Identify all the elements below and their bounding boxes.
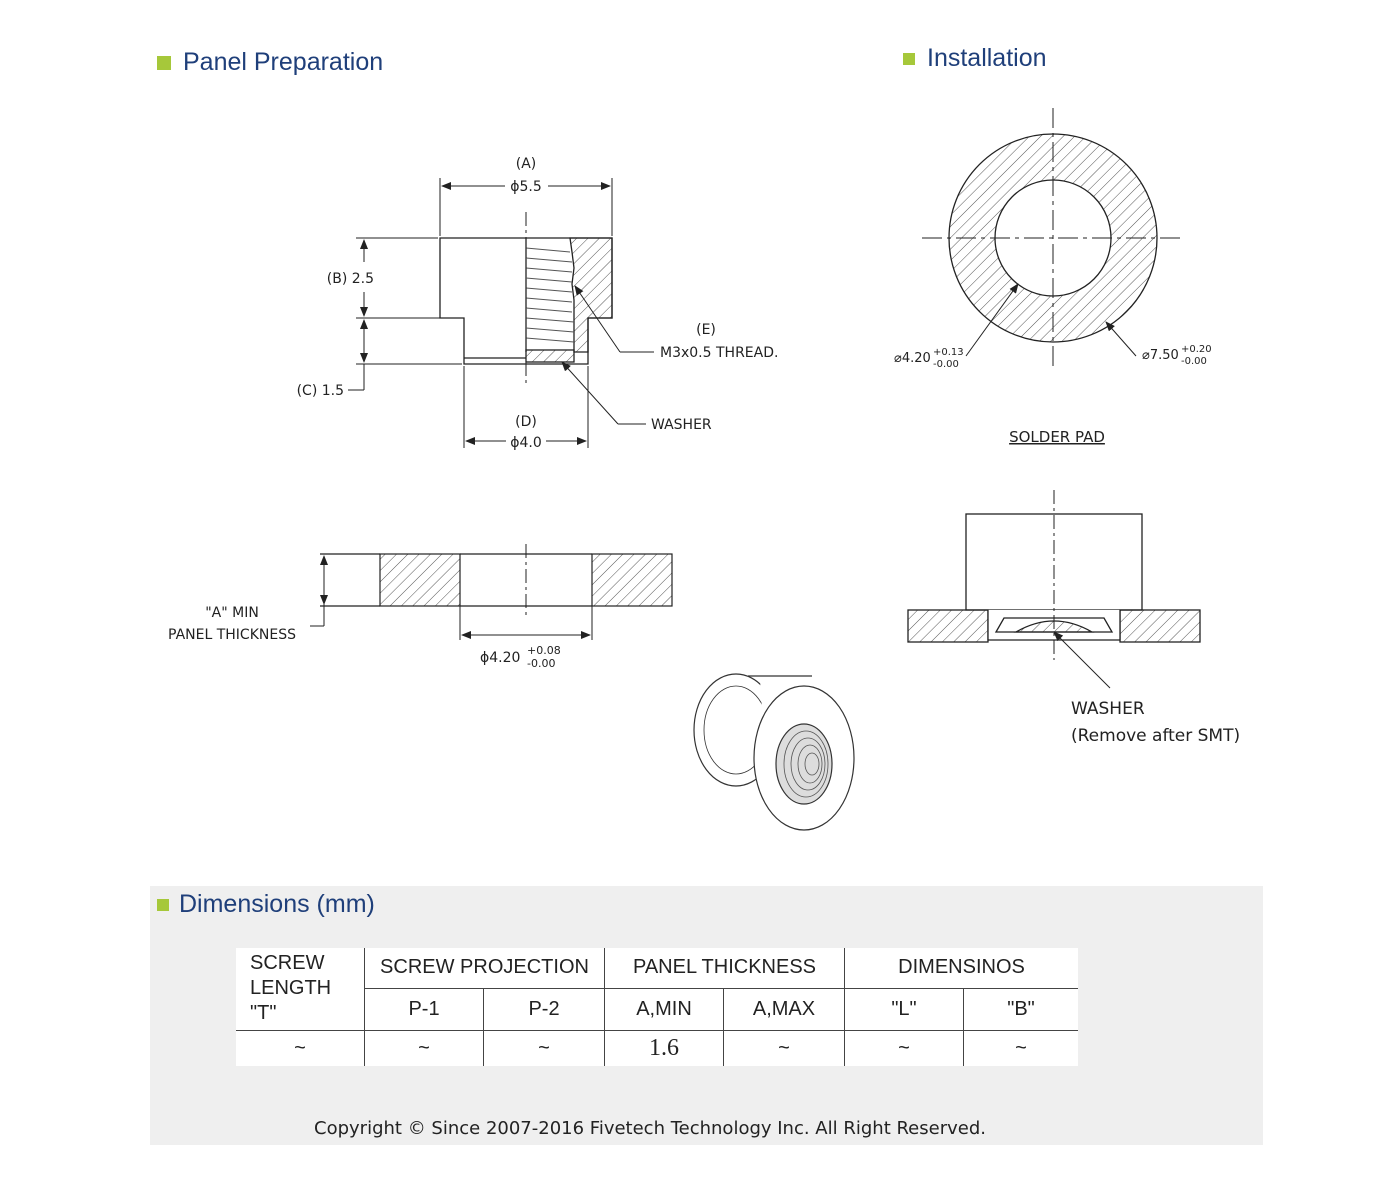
nut-3d-image <box>693 673 855 831</box>
subheader-l: "L" <box>844 987 964 1031</box>
header-panel-thickness: PANEL THICKNESS <box>604 948 845 989</box>
nut-section-view <box>439 212 613 384</box>
dim-b-label: (B) 2.5 <box>327 271 374 287</box>
hole-diameter-tol-upper: +0.08 <box>527 644 561 657</box>
subheader-amax: A,MAX <box>723 987 845 1031</box>
section-bullet-icon <box>157 55 171 70</box>
dimensions-label: Dimensions (mm) <box>179 890 375 918</box>
header-screw-length-line2: LENGTH <box>250 977 332 1000</box>
header-screw-length-line1: SCREW <box>250 952 325 975</box>
cell-b: ~ <box>963 1029 1078 1066</box>
pad-inner-tol-upper: +0.13 <box>933 347 964 358</box>
subheader-p1: P-1 <box>364 987 484 1031</box>
cell-p1: ~ <box>364 1029 484 1066</box>
table-row: ~ ~ ~ 1.6 ~ ~ ~ <box>236 1029 1078 1066</box>
pad-outer-tol-upper: +0.20 <box>1181 344 1212 355</box>
dim-a-value: ϕ5.5 <box>510 179 542 195</box>
header-screw-projection: SCREW PROJECTION <box>364 948 605 989</box>
dim-e-label: (E) <box>696 322 716 338</box>
installation-label: Installation <box>927 44 1047 72</box>
remove-after-smt-label: (Remove after SMT) <box>1071 726 1240 746</box>
subheader-b: "B" <box>963 987 1078 1031</box>
section-bullet-icon <box>157 898 169 911</box>
cell-p2: ~ <box>483 1029 605 1066</box>
washer-install-label: WASHER <box>1071 699 1145 719</box>
dim-e-value: M3x0.5 THREAD. <box>660 345 778 361</box>
cell-amax: ~ <box>723 1029 845 1066</box>
solder-pad-view <box>922 108 1184 366</box>
pad-inner-tol-lower: -0.00 <box>933 359 959 370</box>
technical-drawing: (A) ϕ5.5 (B) 2.5 (C) 1.5 (D) ϕ4.0 (E) M3… <box>168 108 1240 831</box>
washer-label: WASHER <box>651 417 712 433</box>
nut-dimensions <box>348 178 654 448</box>
cell-amin: 1.6 <box>604 1029 724 1066</box>
panel-thickness-label: PANEL THICKNESS <box>168 627 296 643</box>
dim-a-label: (A) <box>516 156 537 172</box>
solder-pad-label: SOLDER PAD <box>1009 428 1105 446</box>
pad-outer-tol-lower: -0.00 <box>1181 356 1207 367</box>
installed-nut-view <box>907 490 1201 689</box>
dim-d-value: ϕ4.0 <box>510 435 542 451</box>
installation-title: Installation <box>903 44 1047 73</box>
panel-a-min-label: "A" MIN <box>205 605 259 621</box>
panel-hole-view <box>310 544 673 640</box>
panel-preparation-title: Panel Preparation <box>157 48 383 77</box>
dimensions-table: SCREW LENGTH "T" SCREW PROJECTION PANEL … <box>236 948 1078 1066</box>
copyright-text: Copyright © Since 2007-2016 Fivetech Tec… <box>314 1118 986 1139</box>
dim-d-label: (D) <box>515 414 537 430</box>
header-screw-length: SCREW LENGTH "T" <box>236 948 365 1031</box>
section-bullet-icon <box>903 52 915 65</box>
cell-l: ~ <box>844 1029 964 1066</box>
dimensions-title: Dimensions (mm) <box>157 890 375 919</box>
hole-diameter-base: ϕ4.20 <box>480 650 520 666</box>
dim-c-label: (C) 1.5 <box>297 383 344 399</box>
subheader-amin: A,MIN <box>604 987 724 1031</box>
hole-diameter-tol-lower: -0.00 <box>527 657 555 670</box>
pad-inner-base: ⌀4.20 <box>894 351 931 366</box>
header-dimensions: DIMENSINOS <box>844 948 1078 989</box>
panel-preparation-label: Panel Preparation <box>183 48 384 76</box>
subheader-p2: P-2 <box>483 987 605 1031</box>
header-screw-length-line3: "T" <box>250 1002 277 1025</box>
pad-outer-base: ⌀7.50 <box>1142 348 1179 363</box>
cell-screw-length: ~ <box>236 1029 365 1066</box>
